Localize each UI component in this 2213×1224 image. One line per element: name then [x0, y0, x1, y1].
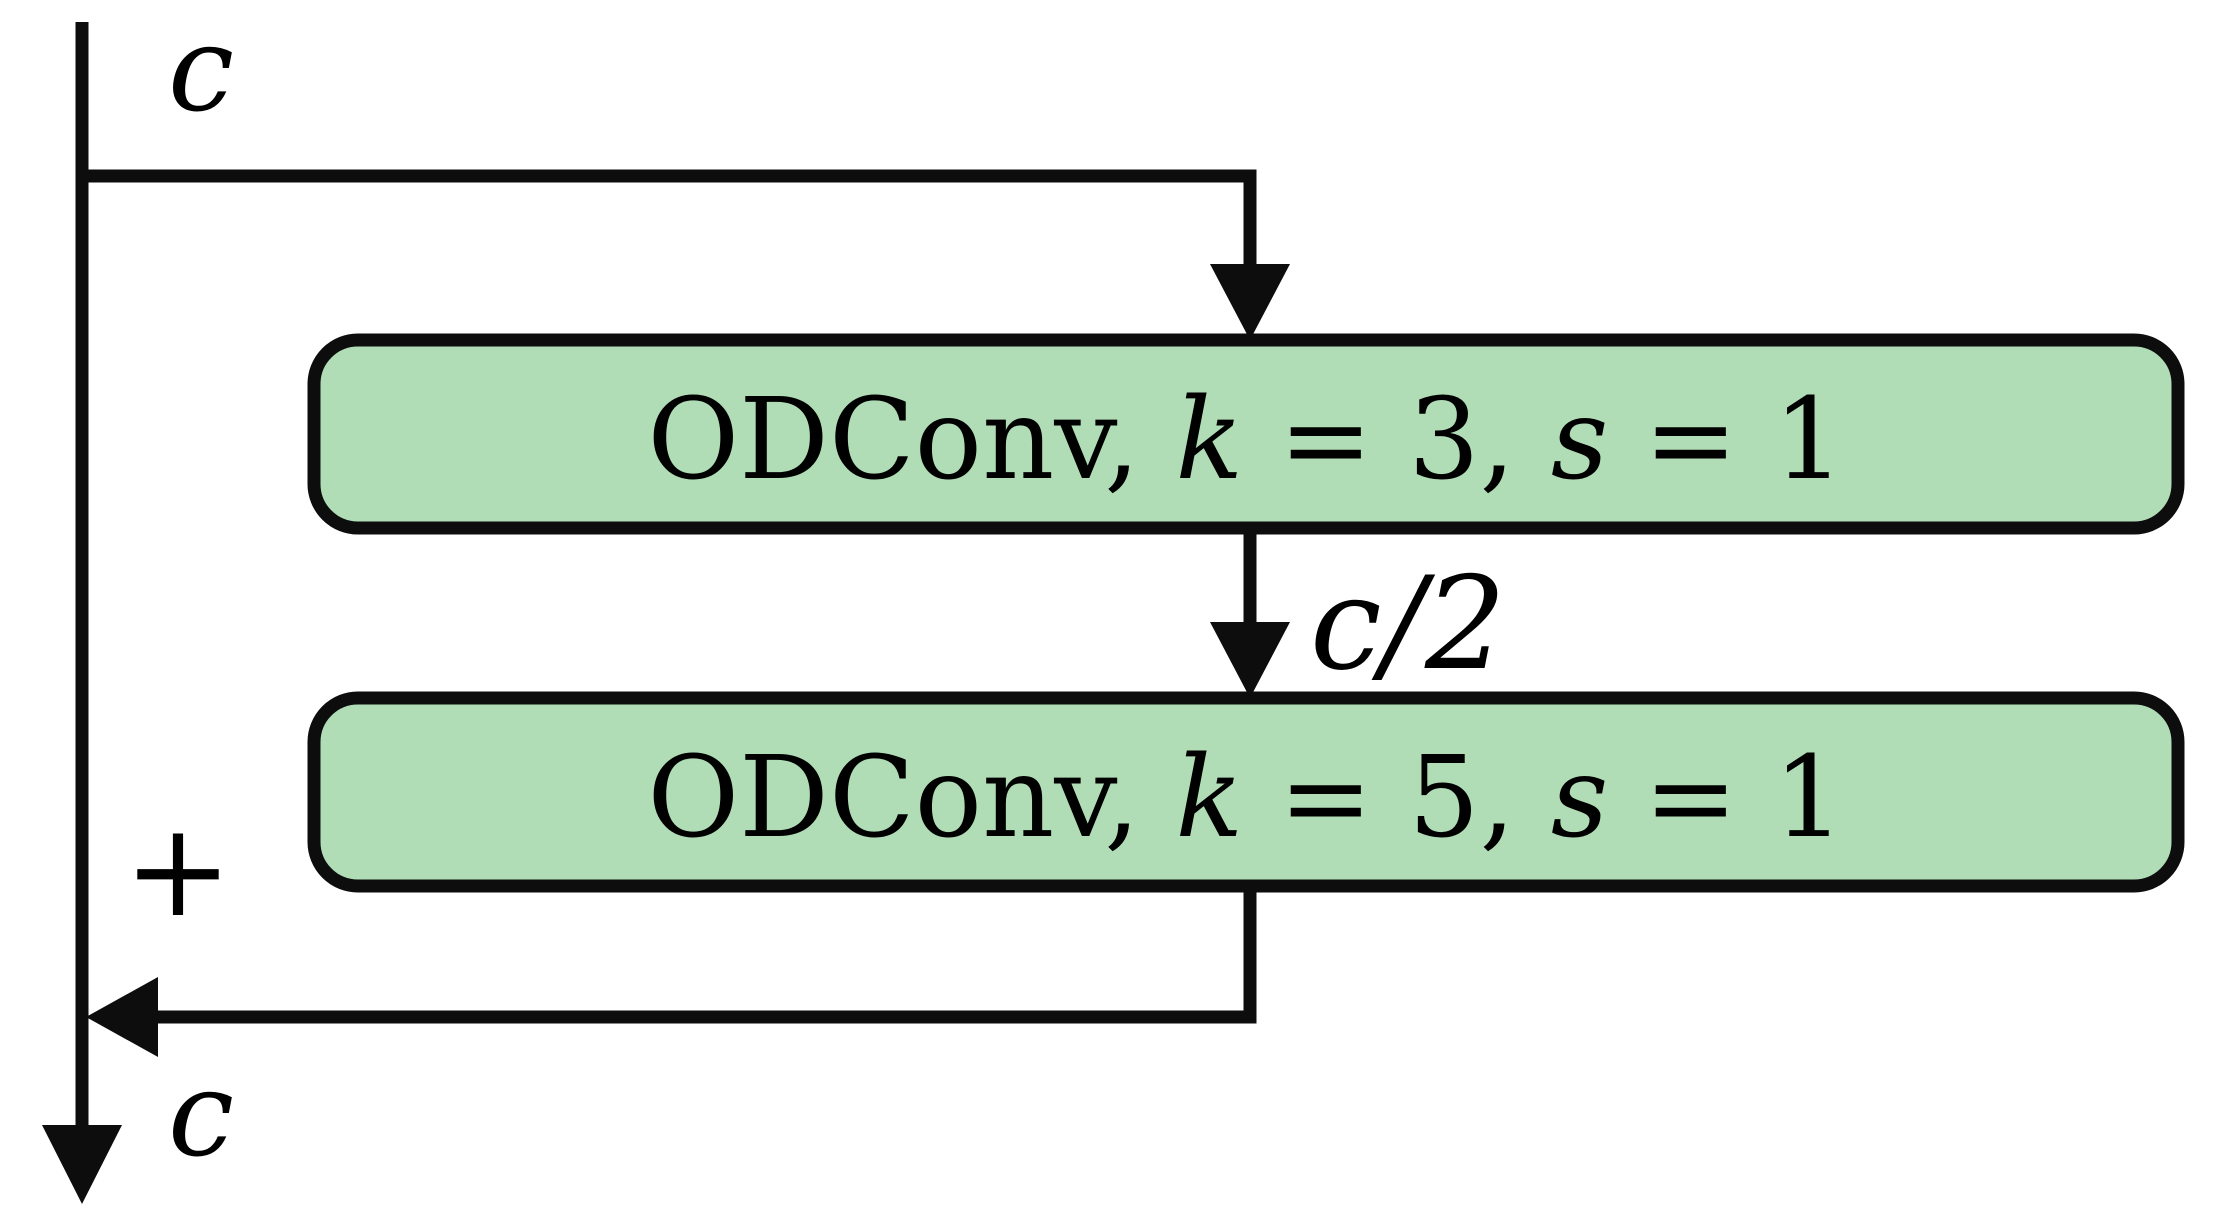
- input-channel-label: c: [168, 0, 234, 138]
- add-symbol: +: [124, 794, 233, 946]
- block-2-op: ODConv,: [647, 733, 1139, 863]
- branch-in-arrowhead: [1210, 264, 1290, 340]
- mid-channel-label: c/2: [1310, 550, 1506, 699]
- block-2-s-val: 1: [1773, 733, 1844, 863]
- block-1-op: ODConv,: [647, 375, 1139, 505]
- output-arrowhead: [42, 1125, 122, 1204]
- block-2-k-val: 5,: [1408, 733, 1515, 863]
- odconv-block-1-label: ODConv, k = 3, s = 1: [647, 375, 1844, 505]
- output-channel-label: c: [168, 1045, 234, 1183]
- odconv-block-1: ODConv, k = 3, s = 1: [307, 333, 2185, 535]
- block-2-eq1: =: [1279, 733, 1373, 863]
- block-1-k-val: 3,: [1408, 375, 1515, 505]
- connector-arrowhead: [1210, 622, 1290, 698]
- odconv-block-2: ODConv, k = 5, s = 1: [307, 691, 2185, 893]
- odconv-block-2-label: ODConv, k = 5, s = 1: [647, 733, 1844, 863]
- block-1-eq2: =: [1644, 375, 1738, 505]
- block-1-eq1: =: [1279, 375, 1373, 505]
- block-2-s-var: s: [1551, 733, 1608, 863]
- block-1-s-var: s: [1551, 375, 1608, 505]
- return-line: [150, 886, 1257, 1024]
- branch-line-in: [82, 169, 1257, 270]
- block-2-eq2: =: [1644, 733, 1738, 863]
- block-1-s-val: 1: [1773, 375, 1844, 505]
- block-1-k-var: k: [1175, 375, 1243, 505]
- return-arrowhead: [86, 977, 158, 1057]
- block-2-k-var: k: [1175, 733, 1243, 863]
